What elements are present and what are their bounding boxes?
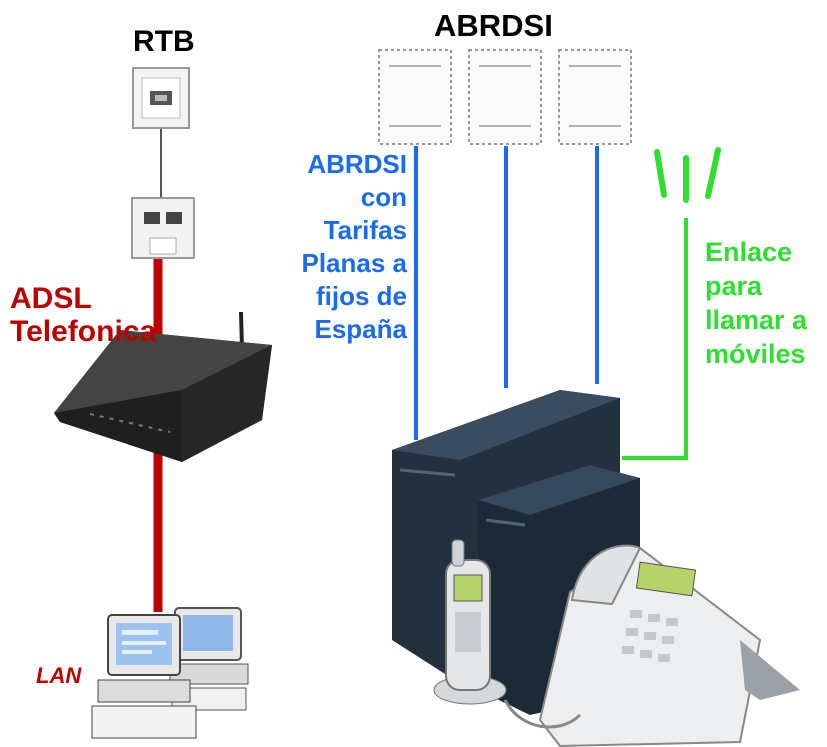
trunk-label-line: fijos de xyxy=(315,281,407,311)
trunk-label-line: Planas a xyxy=(301,248,407,278)
router-icon xyxy=(54,311,272,462)
mobile-label-line: Enlace xyxy=(705,237,793,267)
wall-socket-icon xyxy=(132,67,190,129)
splitter-icon xyxy=(131,197,195,259)
trunk-label-line: ABRDSI xyxy=(307,149,407,179)
adsl-label-line: ADSL xyxy=(10,282,92,315)
abrdsi-title: ABRDSI xyxy=(434,8,553,43)
adsl-label: ADSL Telefonica xyxy=(10,282,156,348)
mobile-link-line xyxy=(622,218,688,460)
rtb-label: RTB xyxy=(133,25,195,58)
adsl-label-line: Telefonica xyxy=(10,315,157,348)
mobile-link-label: Enlace para llamar a móviles xyxy=(705,235,807,371)
isdn-terminal-icon xyxy=(378,49,632,145)
trunk-label-line: Tarifas xyxy=(323,215,407,245)
abrdsi-trunks-label: ABRDSI con Tarifas Planas a fijos de Esp… xyxy=(277,148,407,346)
mobile-label-line: llamar a xyxy=(705,305,808,335)
lan-label: LAN xyxy=(36,663,82,688)
computer-icon xyxy=(91,607,249,739)
mobile-label-line: para xyxy=(705,271,763,301)
trunk-label-line: con xyxy=(360,182,407,212)
cordless-phone-icon xyxy=(433,539,507,705)
antenna-icon xyxy=(654,147,721,203)
desk-phone-icon xyxy=(503,544,800,747)
trunk-label-line: España xyxy=(314,314,408,344)
mobile-label-line: móviles xyxy=(705,339,806,369)
